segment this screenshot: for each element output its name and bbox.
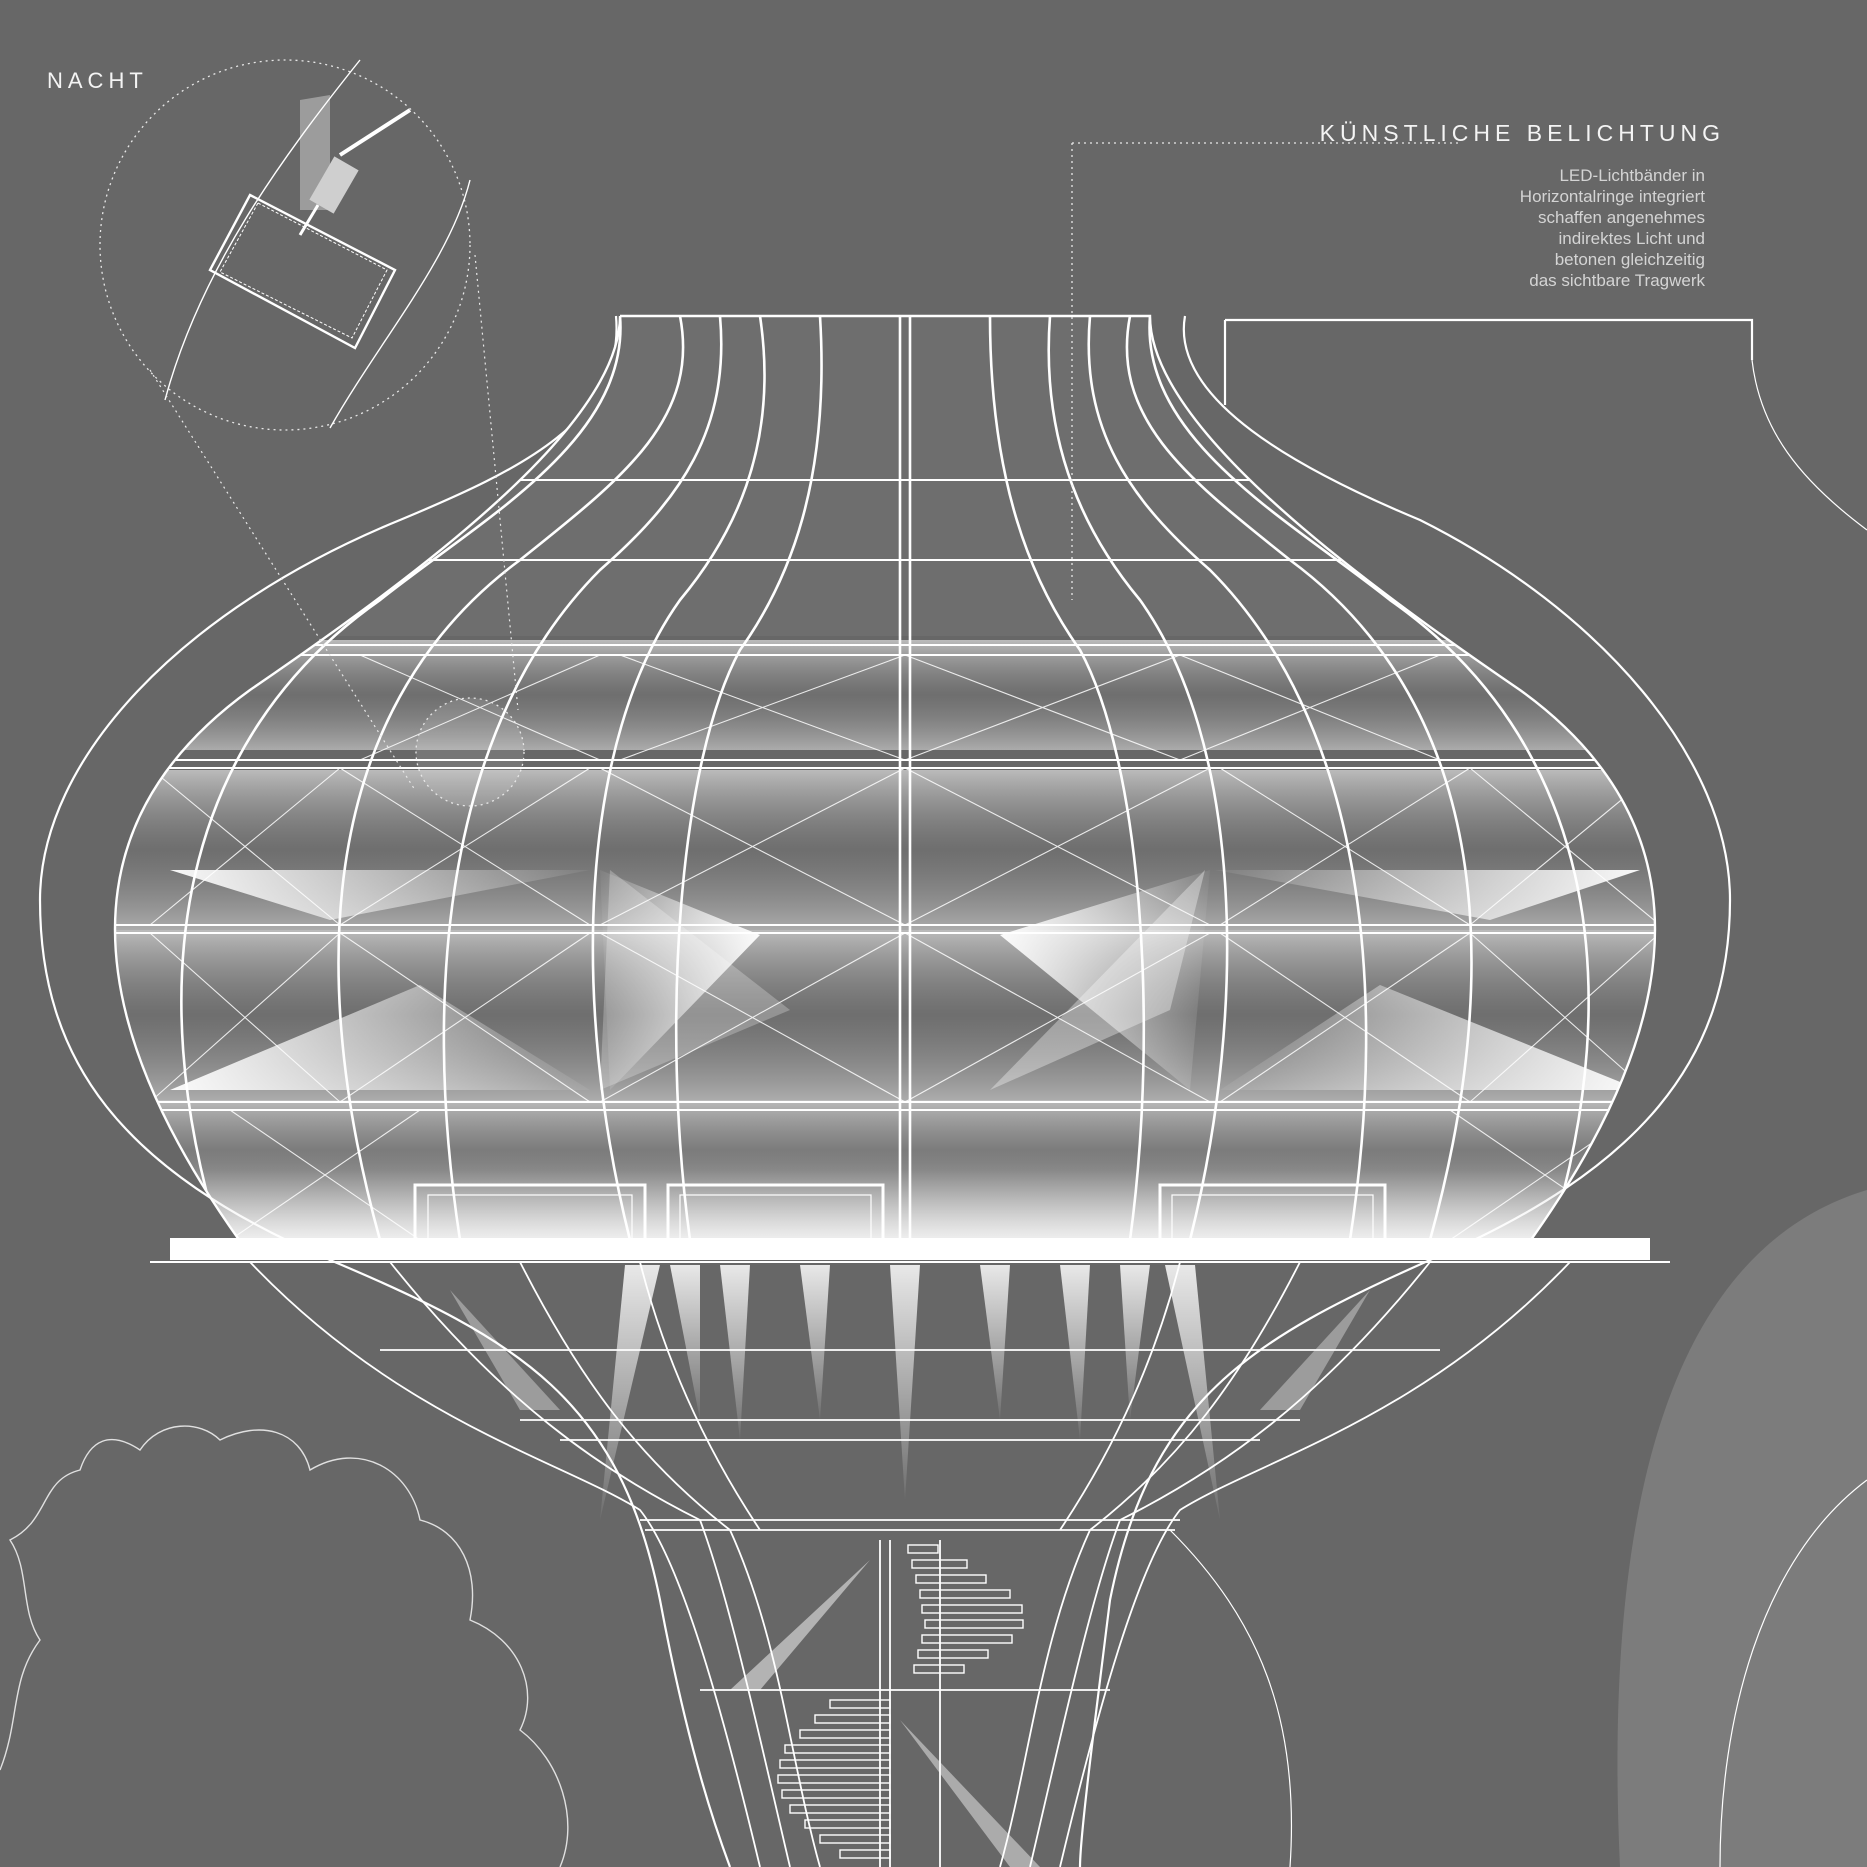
annotation-leader <box>1071 142 1462 600</box>
tree-outline <box>0 1425 569 1867</box>
description-line: das sichtbare Tragwerk <box>1529 271 1705 290</box>
mode-label: NACHT <box>47 68 148 93</box>
description-line: Horizontalringe integriert <box>1519 187 1705 206</box>
beam-profile <box>208 193 397 350</box>
background-shape <box>1617 1190 1867 1867</box>
floor-glow <box>115 1150 1655 1250</box>
description-line: schaffen angenehmes <box>1538 208 1705 227</box>
furniture <box>413 1183 1387 1242</box>
floor-slab <box>170 1238 1650 1260</box>
meridian-ribs <box>180 316 1590 1241</box>
description-line: LED-Lichtbänder in <box>1559 166 1705 185</box>
stair <box>777 1544 1024 1859</box>
section-title: KÜNSTLICHE BELICHTUNG <box>1319 120 1725 146</box>
lower-funnel <box>249 1261 1571 1867</box>
bulb-outline <box>113 314 1657 1256</box>
glazing-band-1 <box>115 640 1655 750</box>
glazing-band-upper <box>115 316 1655 636</box>
detail-marker <box>415 697 525 807</box>
detail-callout <box>99 59 525 807</box>
description: LED-Lichtbänder in Horizontalringe integ… <box>1465 165 1705 291</box>
description-line: betonen gleichzeitig <box>1554 250 1705 269</box>
detail-circle <box>99 59 471 431</box>
downlight-beams <box>450 1265 1370 1867</box>
description-line: indirektes Licht und <box>1558 229 1705 248</box>
led-fixture-icon <box>309 156 359 214</box>
outer-outline <box>38 315 1867 1867</box>
